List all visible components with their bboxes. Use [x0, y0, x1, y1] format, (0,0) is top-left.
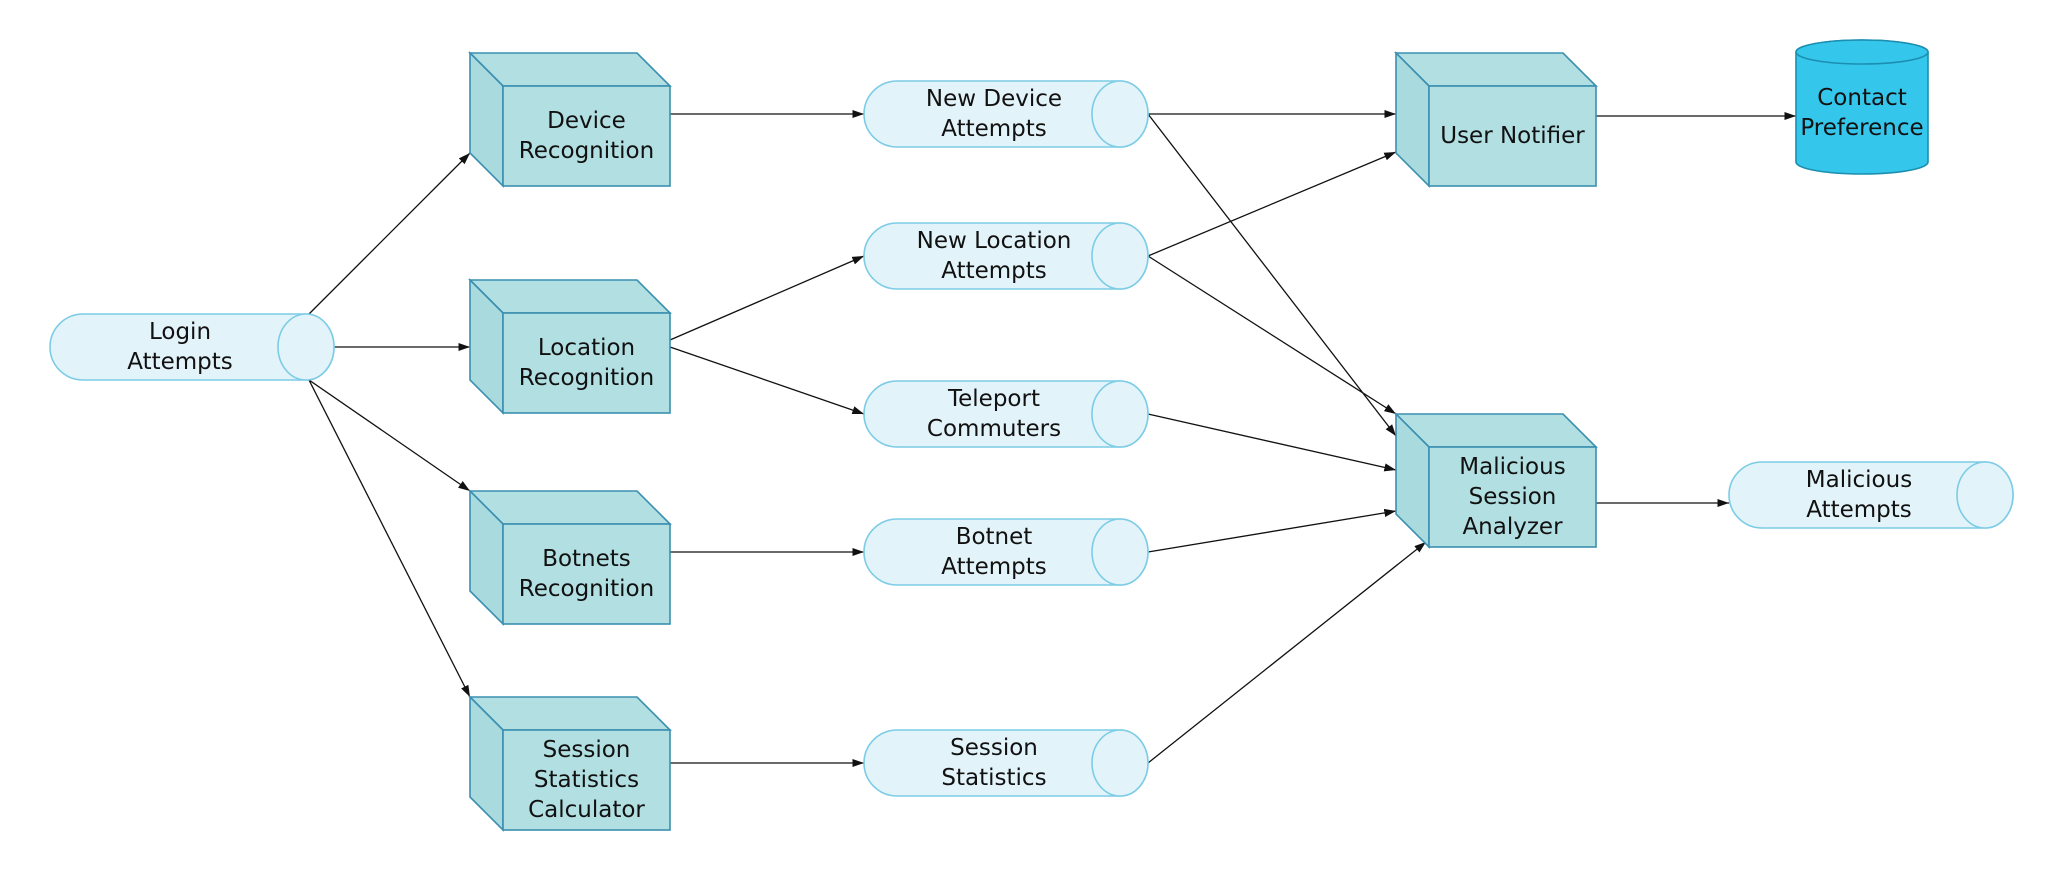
datastore-top [1795, 39, 1929, 65]
edges-layer [308, 109, 1796, 768]
edge-botnet-attempts-to-malicious-session-analyzer [1147, 508, 1397, 553]
malicious-attempts-label-line-1: Malicious [1806, 467, 1912, 493]
new-location-attempts-label-line-1: New Location [917, 228, 1072, 254]
new-location-attempts-label-line-2: Attempts [941, 258, 1047, 284]
device-recognition-label-line-2: Recognition [519, 138, 654, 164]
stream-cap [277, 313, 335, 381]
processor-front-face [502, 729, 671, 831]
user-notifier-label-line-1: User Notifier [1440, 123, 1585, 149]
malicious-session-analyzer-label-line-3: Analyzer [1462, 514, 1563, 540]
login-attempts-label-line-2: Attempts [127, 349, 233, 375]
edge-location-recognition-to-teleport-commuters [669, 346, 865, 415]
stream-cap [1956, 461, 2014, 529]
device-recognition-label-line-1: Device [547, 108, 626, 134]
teleport-commuters-label-line-2: Commuters [927, 416, 1061, 442]
processor-front-face [1428, 446, 1597, 548]
new-device-attempts-label-line-1: New Device [926, 86, 1062, 112]
processor-top-face [468, 52, 672, 87]
processor-front-face [1428, 85, 1597, 187]
contact-preference-label-line-1: Contact [1817, 85, 1906, 111]
processor-top-face [1394, 413, 1598, 448]
new-device-attempts-label-line-2: Attempts [941, 116, 1047, 142]
processor-front-face [502, 523, 671, 625]
stream-cap [1091, 222, 1149, 290]
processor-front-face [502, 312, 671, 414]
processor-top-face [468, 696, 672, 731]
edge-login-attempts-to-session-statistics-calculator [308, 379, 471, 698]
stream-cap [1091, 80, 1149, 148]
stream-cap [1091, 380, 1149, 448]
edge-session-statistics-to-malicious-session-analyzer [1147, 541, 1427, 764]
session-statistics-calculator-label-line-2: Statistics [534, 767, 639, 793]
malicious-attempts-label-line-2: Attempts [1806, 497, 1912, 523]
malicious-session-analyzer-label-line-2: Session [1469, 484, 1557, 510]
processor-top-face [468, 279, 672, 314]
login-attempts-label-line-1: Login [149, 319, 211, 345]
session-statistics-calculator-label-line-1: Session [543, 737, 631, 763]
location-recognition-label-line-2: Recognition [519, 365, 654, 391]
botnet-attempts-label-line-2: Attempts [941, 554, 1047, 580]
teleport-commuters-label-line-1: Teleport [947, 386, 1040, 412]
session-statistics-label-line-2: Statistics [941, 765, 1046, 791]
edge-login-attempts-to-device-recognition [308, 152, 471, 315]
edge-new-location-attempts-to-user-notifier [1147, 151, 1397, 257]
session-statistics-calculator-label-line-3: Calculator [528, 797, 645, 823]
processor-top-face [1394, 52, 1598, 87]
user-notifier-processor[interactable]: User Notifier [1394, 51, 1598, 188]
botnets-recognition-label-line-1: Botnets [542, 546, 631, 572]
botnets-recognition-label-line-2: Recognition [519, 576, 654, 602]
stream-cap [1091, 518, 1149, 586]
edge-login-attempts-to-botnets-recognition [308, 379, 471, 492]
processor-front-face [502, 85, 671, 187]
location-recognition-label-line-1: Location [538, 335, 635, 361]
session-statistics-label-line-1: Session [950, 735, 1038, 761]
edge-new-device-attempts-to-malicious-session-analyzer [1147, 113, 1397, 437]
malicious-session-analyzer-label-line-1: Malicious [1459, 454, 1565, 480]
processor-top-face [468, 490, 672, 525]
edge-new-location-attempts-to-malicious-session-analyzer [1147, 255, 1397, 415]
edge-teleport-commuters-to-malicious-session-analyzer [1147, 413, 1397, 472]
contact-preference-label-line-2: Preference [1800, 115, 1923, 141]
nodes-layer: LoginAttemptsDeviceRecognitionLocationRe… [49, 39, 2014, 832]
edge-location-recognition-to-new-location-attempts [669, 255, 865, 341]
stream-cap [1091, 729, 1149, 797]
botnet-attempts-label-line-1: Botnet [956, 524, 1033, 550]
